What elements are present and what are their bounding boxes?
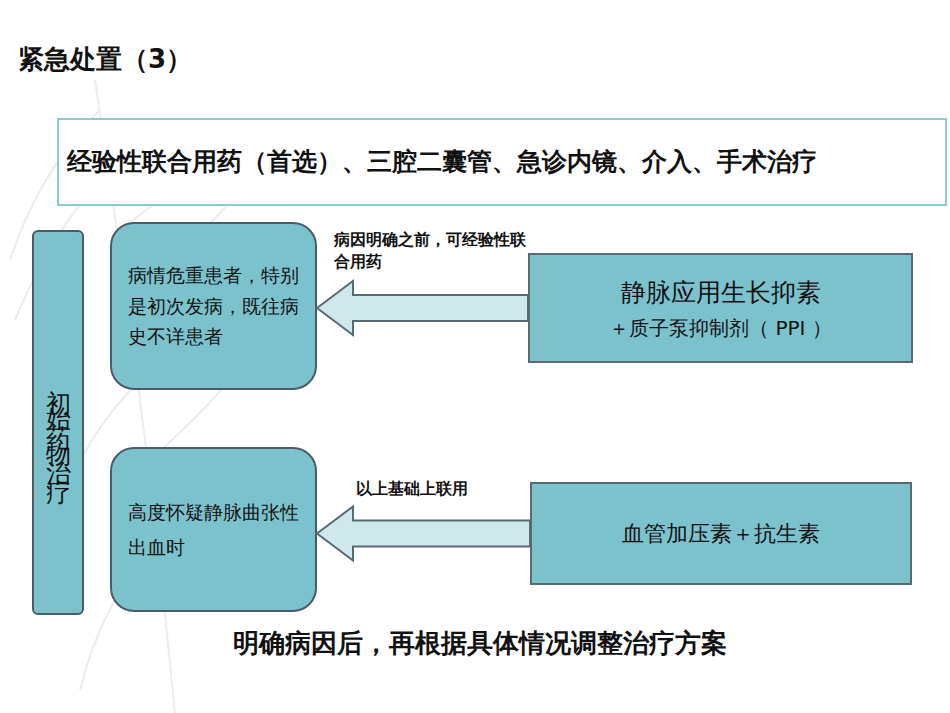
node-text: 经验性联合用药（首选）、三腔二囊管、急诊内镜、介入、手术治疗 — [67, 144, 817, 180]
slide-title: 紧急处置（3） — [18, 42, 192, 77]
node-text: 初始药物治疗 — [43, 369, 73, 477]
node-text: 静脉应用生长抑素 — [621, 273, 821, 313]
block-arrow — [317, 281, 528, 335]
node-text: 高度怀疑静脉曲张性出血时 — [128, 495, 303, 563]
note-text: 明确病因后，再根据具体情况调整治疗方案 — [150, 626, 810, 661]
node-text: 血管加压素＋抗生素 — [622, 517, 820, 550]
drug-box: 静脉应用生长抑素＋质子泵抑制剂（ PPI ） — [528, 253, 913, 363]
vertical-label-box: 初始药物治疗 — [32, 230, 84, 615]
node-text: 病情危重患者，特别是初次发病，既往病史不详患者 — [128, 260, 303, 351]
block-arrow — [317, 507, 530, 561]
node-text: ＋质子泵抑制剂（ PPI ） — [609, 313, 832, 343]
edge-label: 病因明确之前，可经验性联合用药 — [334, 229, 534, 274]
condition-box: 病情危重患者，特别是初次发病，既往病史不详患者 — [110, 222, 317, 390]
edge-label: 以上基础上联用 — [356, 478, 556, 500]
drug-box: 血管加压素＋抗生素 — [530, 482, 912, 585]
header-box: 经验性联合用药（首选）、三腔二囊管、急诊内镜、介入、手术治疗 — [57, 118, 947, 206]
condition-box: 高度怀疑静脉曲张性出血时 — [110, 447, 317, 612]
